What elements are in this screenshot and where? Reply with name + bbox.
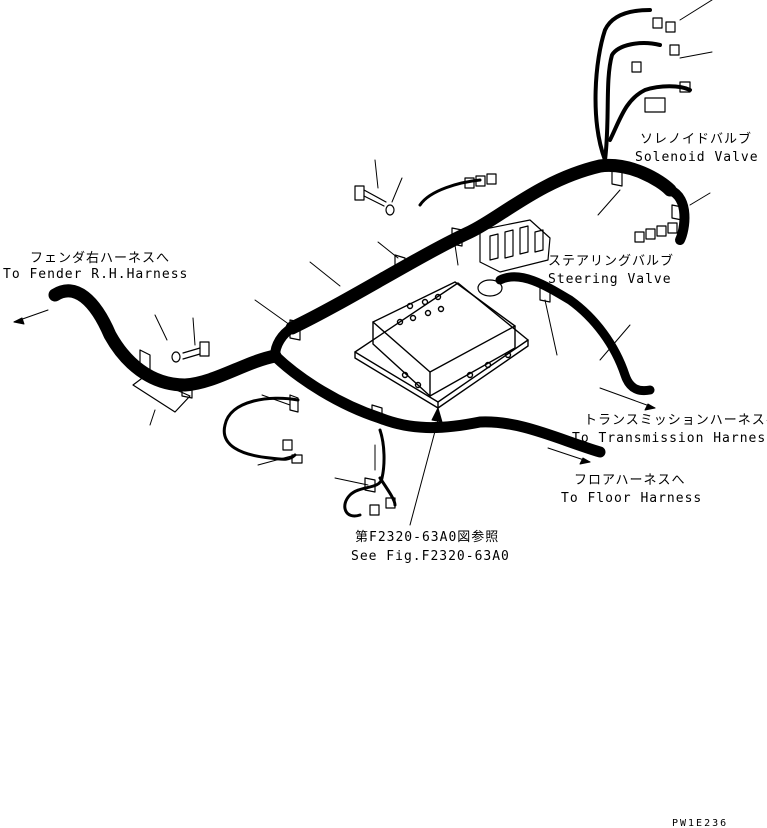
see-figure-jp-label: 第F2320-63A0図参照 bbox=[355, 529, 499, 545]
transmission-harness-jp-label: トランスミッションハーネスへ bbox=[584, 413, 767, 428]
transmission-harness-en-label: To Transmission Harness bbox=[572, 431, 767, 446]
steering-valve-en-label: Steering Valve bbox=[548, 272, 672, 287]
main-harness-trunk bbox=[48, 8, 692, 518]
connector-icons bbox=[282, 17, 691, 516]
fender-harness-jp-label: フェンダ右ハーネスへ bbox=[30, 251, 170, 266]
bolt-washer-icons bbox=[171, 185, 395, 363]
solenoid-valve-jp-label: ソレノイドバルブ bbox=[640, 131, 752, 147]
see-figure-en-label: See Fig.F2320-63A0 bbox=[351, 549, 510, 564]
leader-lines bbox=[149, 0, 713, 486]
flag-plates bbox=[132, 375, 191, 413]
arrow-icons bbox=[13, 309, 656, 526]
steering-valve-jp-label: ステアリングバルブ bbox=[548, 253, 674, 269]
floor-harness-jp-label: フロアハーネスへ bbox=[574, 473, 685, 488]
solenoid-valve-en-label: Solenoid Valve bbox=[635, 150, 759, 165]
steering-valve-body bbox=[479, 219, 551, 273]
fender-harness-en-label: To Fender R.H.Harness bbox=[3, 267, 188, 282]
controller-box bbox=[354, 281, 529, 409]
floor-harness-en-label: To Floor Harness bbox=[561, 491, 702, 506]
drawing-code: PW1E236 bbox=[672, 818, 728, 828]
